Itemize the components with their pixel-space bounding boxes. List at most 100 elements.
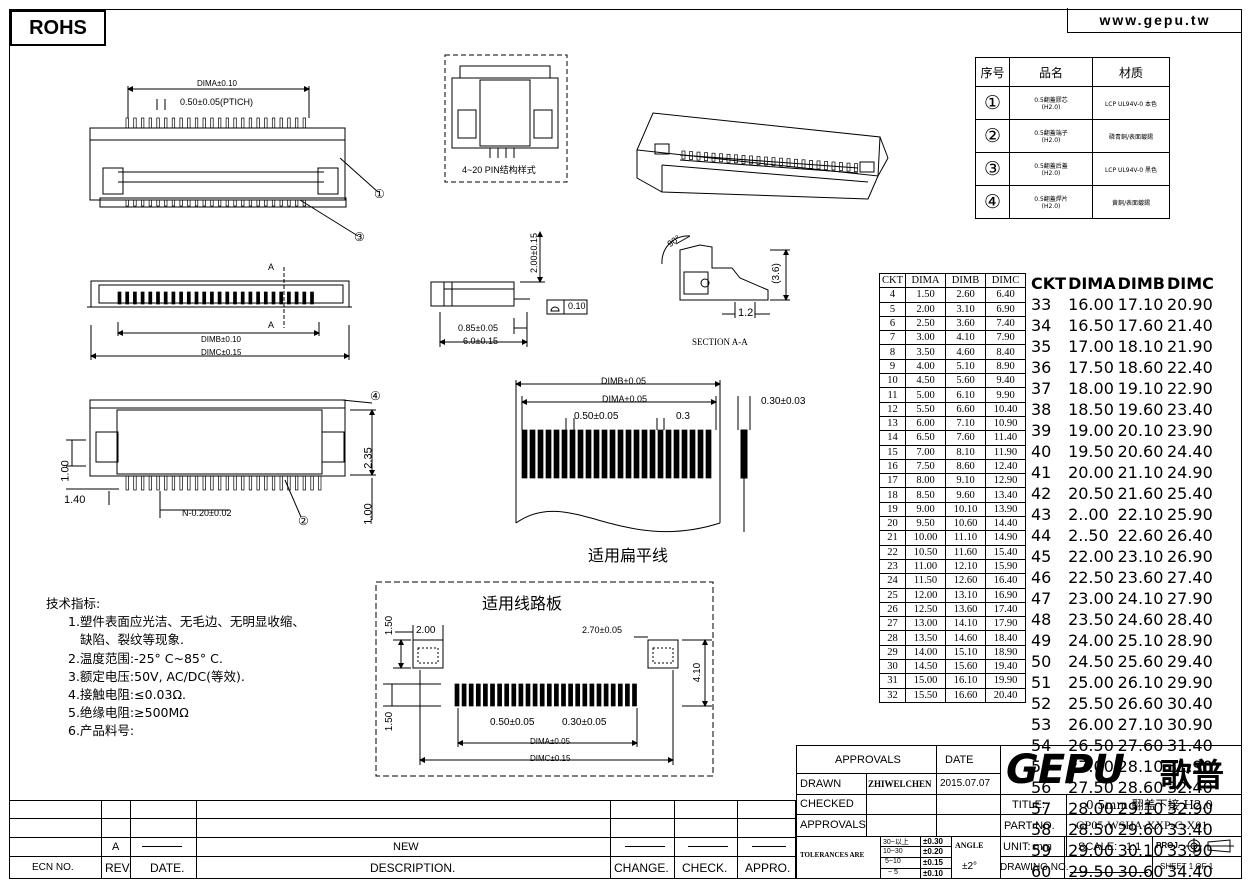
ckt-cell: 25.60 [1117, 652, 1164, 671]
ckt-cell: 53 [1031, 715, 1052, 734]
ckt-cell: 17.10 [1117, 295, 1164, 314]
item-1-callout: ① [374, 187, 385, 201]
front-pin-bottom [241, 199, 245, 207]
ckt-cell: 43 [1031, 505, 1052, 524]
cable-conductor [601, 429, 608, 479]
ckt-header: DIMA [1068, 274, 1116, 293]
ckt-cell: 15 [879, 444, 906, 460]
top-view-pin [256, 291, 260, 305]
front-pin [171, 117, 176, 129]
spec-line: 1.塑件表面应光洁、无毛边、无明显收缩、 [68, 614, 305, 630]
ckt-cell: 59 [1031, 841, 1052, 860]
front-pin-bottom [156, 199, 160, 207]
top-view-pin [140, 291, 145, 305]
ckt-cell: 20 [879, 516, 906, 532]
tol-range-1: 30~以上 [883, 839, 909, 846]
pcb-pad [582, 683, 588, 707]
ckt-cell: 27 [879, 616, 906, 632]
item-2-callout: ② [298, 514, 309, 528]
bottom-view-pin [179, 475, 183, 491]
ckt-cell: 1.50 [905, 287, 946, 303]
iso-pin [786, 158, 791, 168]
ckt-cell: 5.00 [905, 387, 946, 403]
iso-pin [756, 156, 761, 165]
pcb-pad [632, 683, 637, 707]
ckt-header: CKT [1031, 274, 1067, 293]
front-pin [125, 117, 129, 129]
ckt-header: DIMC [1166, 274, 1214, 293]
ckt-cell: 56 [1031, 778, 1052, 797]
ckt-cell: 14.40 [985, 516, 1026, 532]
parts-list-table: 序号 品名 材质 ① 0.5翻蓋膠芯(H2.0) LCP UL94V-0 本色 … [975, 57, 1170, 219]
ckt-cell: 14 [879, 430, 906, 446]
ckt-cell: 26.60 [1117, 694, 1164, 713]
part-number: ① [975, 86, 1010, 120]
ckt-cell: 27.50 [1068, 778, 1114, 797]
ckt-cell: 3.10 [945, 301, 986, 317]
ckt-cell: 18.90 [985, 644, 1026, 661]
top-view-pin [186, 291, 191, 305]
top-view-pin [148, 291, 153, 305]
iso-pin [824, 161, 828, 170]
part-no-value: GP05-WSHA-XXP-C-X01 [1076, 818, 1208, 832]
ckt-cell: 19.10 [1117, 379, 1164, 398]
ckt-cell: 24 [879, 573, 906, 589]
top-view [87, 267, 352, 360]
section-a-a-view [661, 235, 790, 318]
ckt-cell: 14.50 [905, 659, 946, 675]
bottom-view-pin [156, 475, 160, 491]
top-view-pin [156, 291, 160, 305]
ckt-cell: 13 [879, 415, 906, 432]
pcb-pad [575, 683, 581, 707]
ckt-cell: 13.00 [905, 616, 946, 632]
ckt-cell: 10.60 [945, 516, 986, 532]
front-pin [187, 117, 191, 129]
ckt-cell: 12.90 [985, 473, 1026, 489]
front-pin-bottom [133, 199, 137, 207]
iso-pin [719, 153, 723, 163]
front-pin-bottom [218, 199, 222, 207]
ckt-cell: 7.40 [985, 315, 1026, 332]
front-pin [179, 117, 183, 129]
ckt-cell: 34 [1031, 316, 1052, 335]
bottom-view-pin [318, 475, 322, 491]
ckt-cell: 33.40 [1166, 820, 1213, 839]
iso-pin [741, 155, 746, 164]
ecn-header: ECN NO. [32, 862, 74, 873]
pcb-pad [532, 683, 538, 707]
ckt-cell: 25.10 [1117, 631, 1164, 650]
cable-conductor [617, 429, 624, 479]
ckt-cell: 23.00 [1068, 589, 1114, 608]
iso-pin [801, 159, 806, 169]
pcb-pad [454, 683, 460, 707]
part-no-label: PART NO. [1004, 820, 1055, 832]
top-view-pin [194, 291, 199, 305]
ckt-cell: 31.90 [1166, 757, 1213, 776]
ckt-cell: 6.60 [945, 401, 986, 417]
ckt-cell: 3.50 [905, 344, 946, 360]
rev-value: A [112, 841, 120, 853]
ckt-cell: 29.10 [1117, 799, 1164, 818]
iso-pin [689, 151, 693, 160]
part-name: 0.5翻蓋后蓋(H2.0) [1009, 152, 1093, 186]
approvals-label: APPROVALS [800, 819, 866, 831]
ckt-cell: 5 [879, 301, 906, 317]
front-pin-bottom [233, 199, 237, 207]
ckt-cell: 24.10 [1117, 589, 1164, 608]
ckt-cell: 30.90 [1166, 715, 1213, 734]
cable-conductor [577, 429, 584, 479]
pcb-pad [525, 683, 531, 707]
ckt-cell: 13.90 [985, 501, 1026, 518]
